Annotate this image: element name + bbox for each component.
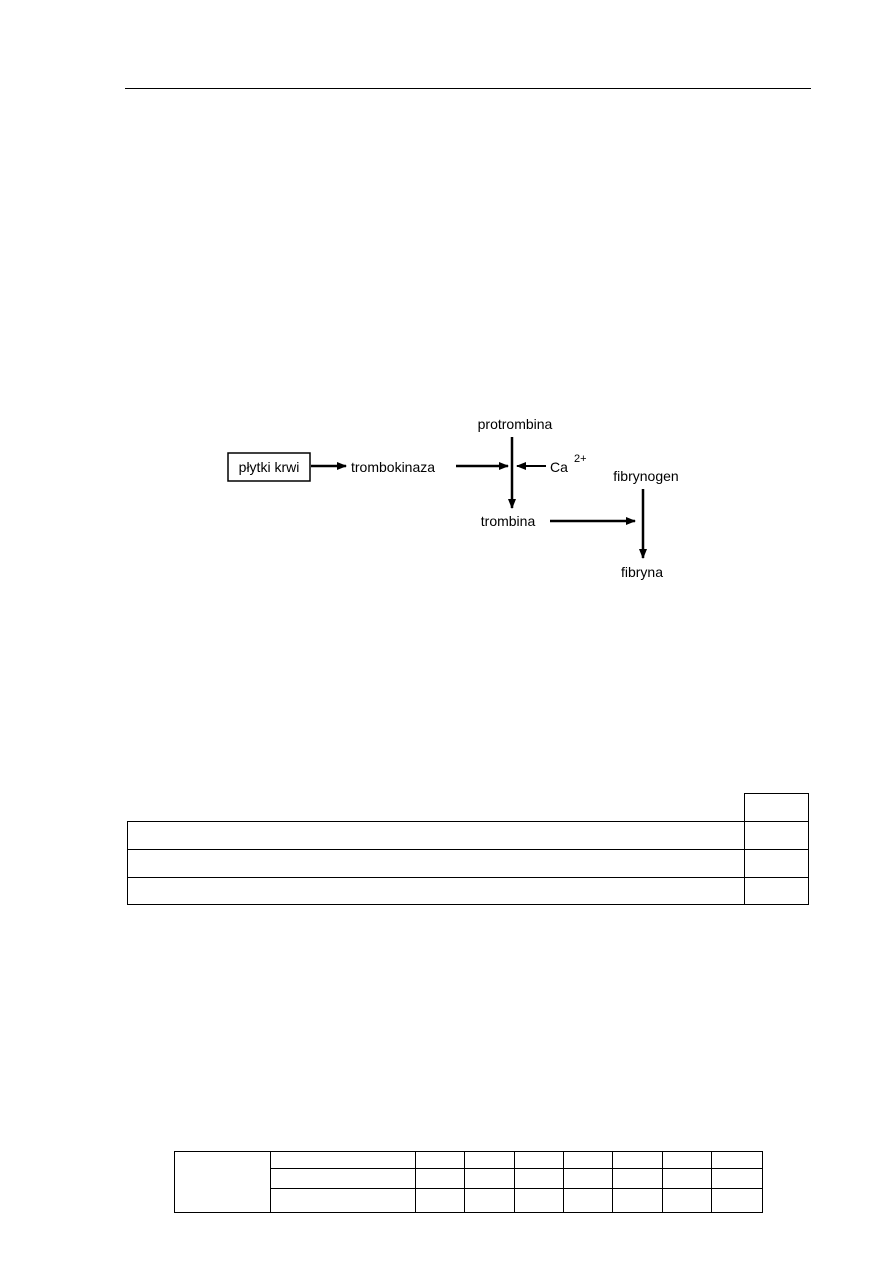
header-rule bbox=[125, 88, 811, 89]
table-cell[interactable] bbox=[711, 1150, 763, 1170]
table-cell[interactable] bbox=[464, 1187, 515, 1214]
thrombokinase-label: trombokinaza bbox=[351, 459, 435, 475]
calcium-label: Ca bbox=[550, 459, 568, 475]
thrombin-label: trombina bbox=[481, 513, 536, 529]
statement-cell bbox=[128, 850, 744, 877]
table-row bbox=[127, 877, 809, 905]
table-row bbox=[127, 821, 809, 850]
table-cell[interactable] bbox=[464, 1150, 515, 1170]
platelets-label: płytki krwi bbox=[239, 459, 300, 475]
prothrombin-label: protrombina bbox=[478, 416, 553, 432]
table-cell[interactable] bbox=[415, 1150, 465, 1170]
table-cell[interactable] bbox=[514, 1150, 564, 1170]
table-cell[interactable] bbox=[662, 1150, 712, 1170]
table-cell bbox=[270, 1187, 416, 1214]
table-cell[interactable] bbox=[415, 1187, 465, 1214]
table-cell[interactable] bbox=[711, 1168, 763, 1189]
platelets-box bbox=[227, 452, 311, 482]
table-cell[interactable] bbox=[612, 1150, 663, 1170]
table-cell[interactable] bbox=[711, 1187, 763, 1214]
calcium-charge: 2+ bbox=[574, 453, 587, 465]
row-header-cell bbox=[174, 1151, 271, 1213]
table-cell[interactable] bbox=[662, 1187, 712, 1214]
answer-cell[interactable] bbox=[744, 850, 808, 877]
table-cell[interactable] bbox=[612, 1168, 663, 1189]
statement-cell bbox=[128, 822, 744, 849]
table-cell[interactable] bbox=[563, 1168, 613, 1189]
fibrinogen-label: fibrynogen bbox=[613, 468, 678, 484]
table-row bbox=[174, 1150, 763, 1213]
answer-cell[interactable] bbox=[744, 878, 808, 904]
table-cell[interactable] bbox=[514, 1168, 564, 1189]
table-cell[interactable] bbox=[662, 1168, 712, 1189]
table-cell bbox=[270, 1150, 416, 1170]
answer-cell[interactable] bbox=[744, 822, 808, 849]
answer-table bbox=[127, 793, 809, 905]
table-row bbox=[175, 1187, 763, 1214]
table-row bbox=[127, 849, 809, 878]
bottom-table bbox=[174, 1150, 763, 1214]
table-cell[interactable] bbox=[563, 1150, 613, 1170]
table-cell[interactable] bbox=[563, 1187, 613, 1214]
table-cell bbox=[270, 1168, 416, 1189]
coagulation-diagram: płytki krwi trombokinaza protrombina Ca … bbox=[227, 416, 679, 580]
statement-cell bbox=[128, 878, 744, 904]
table-cell[interactable] bbox=[415, 1168, 465, 1189]
table-cell[interactable] bbox=[612, 1187, 663, 1214]
fibrin-label: fibryna bbox=[621, 564, 663, 580]
table-cell[interactable] bbox=[514, 1187, 564, 1214]
table-cell[interactable] bbox=[464, 1168, 515, 1189]
answer-header-cell bbox=[744, 793, 809, 822]
